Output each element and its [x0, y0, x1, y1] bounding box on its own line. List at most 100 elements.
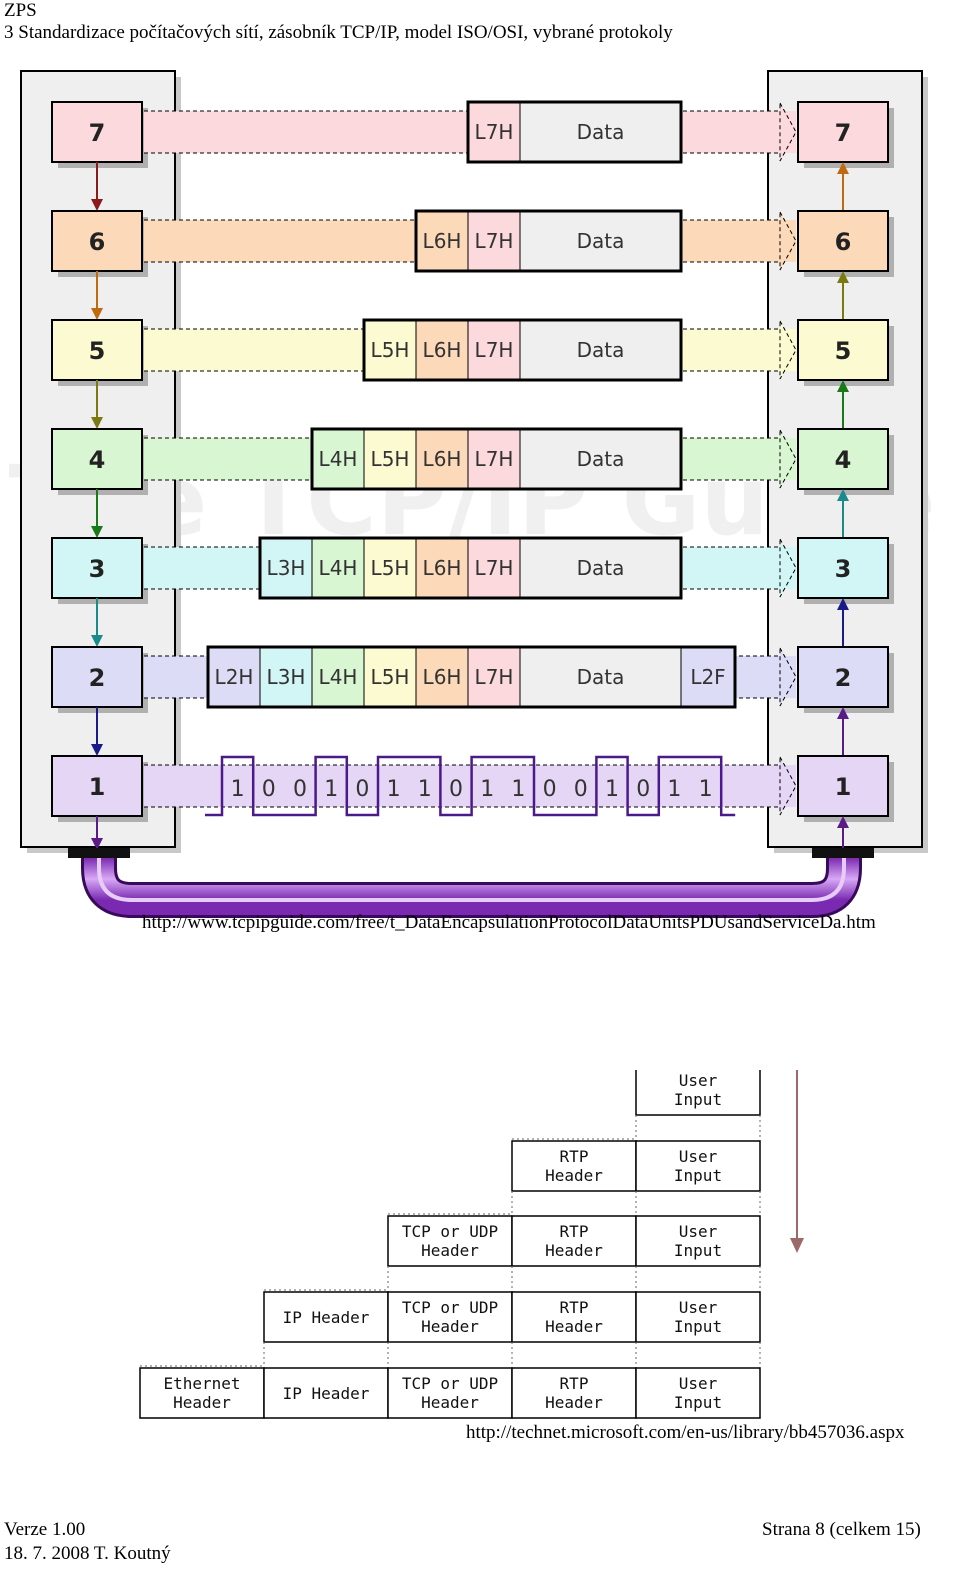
pdu-6-outline	[414, 209, 683, 273]
rtp-header-cell-label-2: Header	[545, 1317, 603, 1336]
flow-arrowhead-icon	[779, 429, 797, 489]
pdu-4-data	[519, 428, 682, 490]
rtp-header-cell	[511, 1291, 637, 1343]
pdu-label-l7h: L7H	[475, 447, 514, 471]
bit-signal-waveform	[205, 755, 736, 817]
pdu-label-data: Data	[577, 338, 625, 362]
rtp-header-cell	[511, 1215, 637, 1267]
rtp-header-cell-label-2: Header	[545, 1241, 603, 1260]
footer-date-author: 18. 7. 2008 T. Koutný	[4, 1543, 171, 1564]
layer-box-right-5	[797, 319, 889, 381]
layer-number-left-4: 4	[89, 446, 106, 474]
user-input-cell-label-2: Input	[674, 1166, 722, 1185]
layer-number-right-4: 4	[835, 446, 852, 474]
layer-number-left-3: 3	[89, 555, 106, 583]
pdu-5-l6h	[415, 319, 469, 381]
pdu-label-l2f: L2F	[690, 665, 725, 689]
pdu-label-l3h: L3H	[267, 665, 306, 689]
pdu-4-l5h	[363, 428, 417, 490]
tcp-udp-header-cell-label-2: Header	[421, 1317, 479, 1336]
tcp-udp-header-cell-label-1: TCP or UDP	[402, 1298, 498, 1317]
bit-label: 0	[293, 777, 307, 802]
tcp-udp-header-cell	[387, 1367, 513, 1419]
layer-number-left-1: 1	[89, 773, 106, 801]
user-input-cell-label-1: User	[679, 1147, 718, 1166]
bit-label: 1	[605, 777, 619, 802]
pdu-label-l7h: L7H	[475, 338, 514, 362]
rtp-header-cell-label-1: RTP	[560, 1147, 589, 1166]
user-input-cell	[635, 1367, 761, 1419]
user-input-cell-label-2: Input	[674, 1241, 722, 1260]
bit-label: 0	[355, 777, 369, 802]
user-input-cell-label-2: Input	[674, 1393, 722, 1412]
pdu-2-l3h	[259, 646, 313, 708]
pdu-5-data	[519, 319, 682, 381]
pdu-label-l5h: L5H	[371, 447, 410, 471]
pdu-label-l6h: L6H	[423, 338, 462, 362]
rtp-header-cell-label-2: Header	[545, 1393, 603, 1412]
pdu-label-data: Data	[577, 229, 625, 253]
pdu-label-l6h: L6H	[423, 447, 462, 471]
header-line-1: ZPS	[4, 0, 37, 21]
pdu-label-l3h: L3H	[267, 556, 306, 580]
pdu-7-outline	[466, 100, 683, 164]
pdu-7-data	[519, 101, 682, 163]
bit-label: 1	[231, 777, 245, 802]
layer-box-left-4	[51, 428, 143, 490]
ip-header-cell	[263, 1291, 389, 1343]
tcp-udp-header-cell-label-1: TCP or UDP	[402, 1374, 498, 1393]
layer-number-right-5: 5	[835, 337, 852, 365]
bit-label: 1	[667, 777, 681, 802]
layer-box-right-6	[797, 210, 889, 272]
ethernet-header-cell-label-1: Ethernet	[163, 1374, 240, 1393]
bit-label: 1	[387, 777, 401, 802]
layer-box-left-3	[51, 537, 143, 599]
bit-label: 1	[418, 777, 432, 802]
user-input-cell-label-2: Input	[674, 1090, 722, 1109]
ip-header-cell-label: IP Header	[283, 1308, 370, 1327]
pdu-label-l6h: L6H	[423, 229, 462, 253]
layer-box-right-2	[797, 646, 889, 708]
ethernet-header-cell-label-2: Header	[173, 1393, 231, 1412]
figure2-source-url: http://technet.microsoft.com/en-us/libra…	[466, 1422, 905, 1443]
rtp-header-cell-label-2: Header	[545, 1166, 603, 1185]
bit-label: 1	[480, 777, 494, 802]
bit-label: 1	[699, 777, 713, 802]
user-input-cell-label-1: User	[679, 1071, 718, 1090]
pdu-label-l2h: L2H	[215, 665, 254, 689]
layer-number-right-1: 1	[835, 773, 852, 801]
user-input-cell-label-1: User	[679, 1298, 718, 1317]
pdu-label-l4h: L4H	[319, 556, 358, 580]
user-input-cell	[635, 1291, 761, 1343]
flow-arrowhead-icon	[779, 647, 797, 707]
flow-arrowhead-icon	[779, 756, 797, 816]
bit-label: 0	[449, 777, 463, 802]
layer-number-right-2: 2	[835, 664, 852, 692]
rtp-header-cell-label-1: RTP	[560, 1298, 589, 1317]
pdu-label-l7h: L7H	[475, 556, 514, 580]
connector-right	[812, 848, 874, 858]
pdu-7-l7h	[467, 101, 521, 163]
footer-version: Verze 1.00	[4, 1519, 86, 1540]
flow-arrowhead-icon	[779, 211, 797, 271]
layer-number-left-5: 5	[89, 337, 106, 365]
user-input-cell-label-1: User	[679, 1222, 718, 1241]
ip-header-cell	[263, 1367, 389, 1419]
bit-label: 1	[511, 777, 525, 802]
footer-page-number: Strana 8 (celkem 15)	[762, 1519, 921, 1540]
tcp-udp-header-cell-label-2: Header	[421, 1241, 479, 1260]
layer-number-right-3: 3	[835, 555, 852, 583]
layer-box-right-4	[797, 428, 889, 490]
tcp-udp-header-cell	[387, 1215, 513, 1267]
layer-box-right-7	[797, 101, 889, 163]
rtp-header-cell	[511, 1367, 637, 1419]
bit-label: 1	[324, 777, 338, 802]
user-input-cell-label-2: Input	[674, 1317, 722, 1336]
layer-box-right-1	[797, 755, 889, 817]
pdu-5-outline	[362, 318, 683, 382]
layer-number-right-7: 7	[835, 119, 852, 147]
user-input-cell-label-1: User	[679, 1374, 718, 1393]
ip-header-cell-label: IP Header	[283, 1384, 370, 1403]
